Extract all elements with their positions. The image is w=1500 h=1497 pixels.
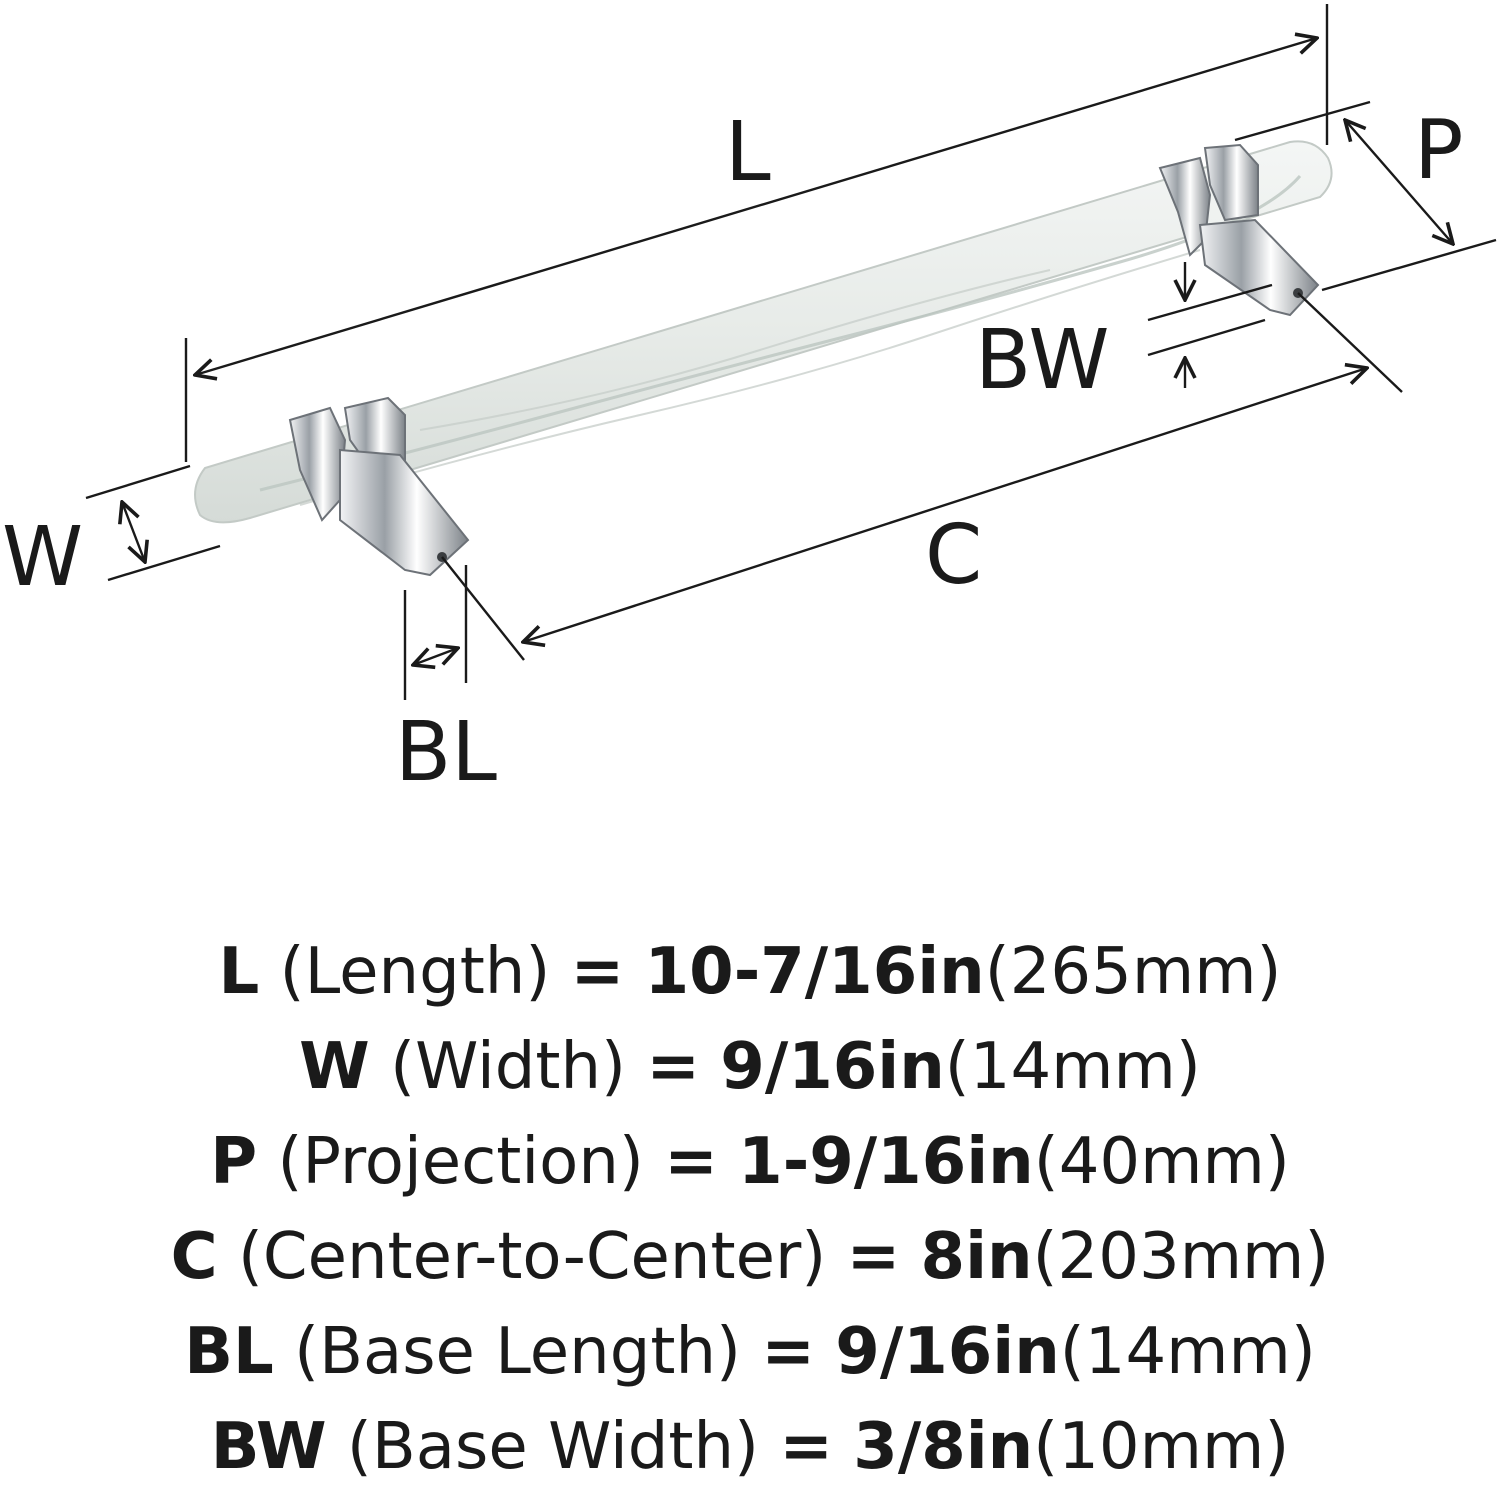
spec-row-width: W (Width) = 9/16in(14mm) [0,1020,1500,1115]
spec-equals: = [846,1220,901,1294]
spec-imperial: 8in [920,1220,1033,1294]
width-ext-top [85,464,191,500]
projection-ext-bottom [1321,238,1497,292]
spec-metric: (40mm) [1033,1125,1290,1199]
spec-code: C [170,1220,218,1294]
spec-code: L [218,935,260,1009]
label-base-width: BW [975,313,1109,408]
spec-metric: (14mm) [1059,1315,1316,1389]
spec-row-projection: P (Projection) = 1-9/16in(40mm) [0,1115,1500,1210]
label-length: L [725,105,771,200]
label-base-length: BL [395,705,497,800]
spec-row-center-to-center: C (Center-to-Center) = 8in(203mm) [0,1210,1500,1305]
spec-imperial: 10-7/16in [644,935,985,1009]
label-width: W [2,510,83,605]
spec-metric: (10mm) [1033,1410,1290,1484]
spec-equals: = [570,935,625,1009]
spec-equals: = [646,1030,700,1104]
spec-row-base-width: BW (Base Width) = 3/8in(10mm) [0,1400,1500,1495]
length-arrow [195,38,1317,375]
projection-ext-top [1234,100,1371,142]
projection-arrow [1345,120,1453,244]
spec-name: (Length) [279,935,551,1009]
base-width-ext-bottom [1147,318,1266,357]
spec-name: (Width) [390,1030,626,1104]
center-axis-left [441,556,525,661]
spec-code: BL [184,1315,274,1389]
spec-equals: = [779,1410,833,1484]
spec-equals: = [761,1315,815,1389]
spec-code: W [299,1030,370,1104]
spec-metric: (203mm) [1032,1220,1330,1294]
spec-equals: = [664,1125,718,1199]
width-arrow [122,502,145,562]
spec-name: (Projection) [277,1125,644,1199]
base-length-arrow [413,648,458,665]
left-base [339,448,470,577]
spec-row-length: L (Length) = 10-7/16in(265mm) [0,925,1500,1020]
spec-name: (Base Width) [346,1410,759,1484]
label-projection: P [1414,103,1463,198]
spec-imperial: 3/8in [853,1410,1034,1484]
dimension-spec-list: L (Length) = 10-7/16in(265mm) W (Width) … [0,925,1500,1495]
spec-code: P [210,1125,258,1199]
spec-row-base-length: BL (Base Length) = 9/16in(14mm) [0,1305,1500,1400]
spec-metric: (14mm) [944,1030,1201,1104]
spec-code: BW [210,1410,327,1484]
spec-name: (Center-to-Center) [237,1220,827,1294]
dimension-lines [85,4,1497,700]
base-width-ext-top [1147,283,1273,322]
spec-name: (Base Length) [294,1315,741,1389]
width-ext-bottom [107,544,221,582]
spec-imperial: 1-9/16in [738,1125,1034,1199]
spec-imperial: 9/16in [720,1030,945,1104]
center-axis-right [1297,292,1403,393]
center-arrow [523,368,1367,642]
spec-metric: (265mm) [984,935,1282,1009]
spec-imperial: 9/16in [835,1315,1060,1389]
dimension-diagram: L P BW W C BL [2,4,1497,800]
label-center: C [925,508,982,603]
